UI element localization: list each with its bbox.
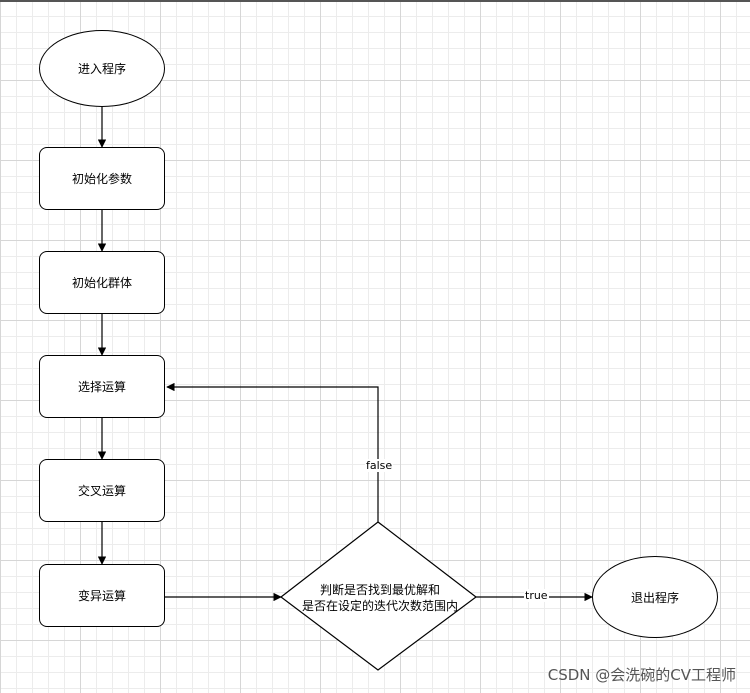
crossover-node[interactable]: 交叉运算: [39, 459, 165, 522]
watermark: CSDN @会洗碗的CV工程师: [547, 666, 736, 684]
decision-line-1: 判断是否找到最优解和: [319, 583, 440, 597]
exit-node-label: 退出程序: [630, 590, 679, 605]
top-border: [0, 0, 750, 2]
decision-line-2: 是否在设定的迭代次数范围内: [301, 599, 458, 613]
selection-label: 选择运算: [77, 380, 126, 394]
crossover-label: 交叉运算: [77, 484, 126, 498]
decision-node-text[interactable]: 判断是否找到最优解和 是否在设定的迭代次数范围内: [285, 578, 475, 618]
init-population-node[interactable]: 初始化群体: [39, 251, 165, 314]
true-edge-label: true: [524, 589, 549, 602]
init-population-label: 初始化群体: [71, 276, 132, 290]
decision-diamond: [280, 521, 477, 671]
selection-node[interactable]: 选择运算: [39, 355, 165, 418]
init-params-label: 初始化参数: [71, 172, 132, 186]
exit-node[interactable]: 退出程序: [592, 556, 718, 638]
mutation-node[interactable]: 变异运算: [39, 564, 165, 627]
edge-decision-false-to-selection: [166, 382, 379, 522]
start-node[interactable]: 进入程序: [39, 30, 165, 107]
init-params-node[interactable]: 初始化参数: [39, 147, 165, 210]
mutation-label: 变异运算: [77, 589, 126, 603]
false-edge-label: false: [365, 459, 394, 472]
start-node-label: 进入程序: [77, 62, 126, 76]
